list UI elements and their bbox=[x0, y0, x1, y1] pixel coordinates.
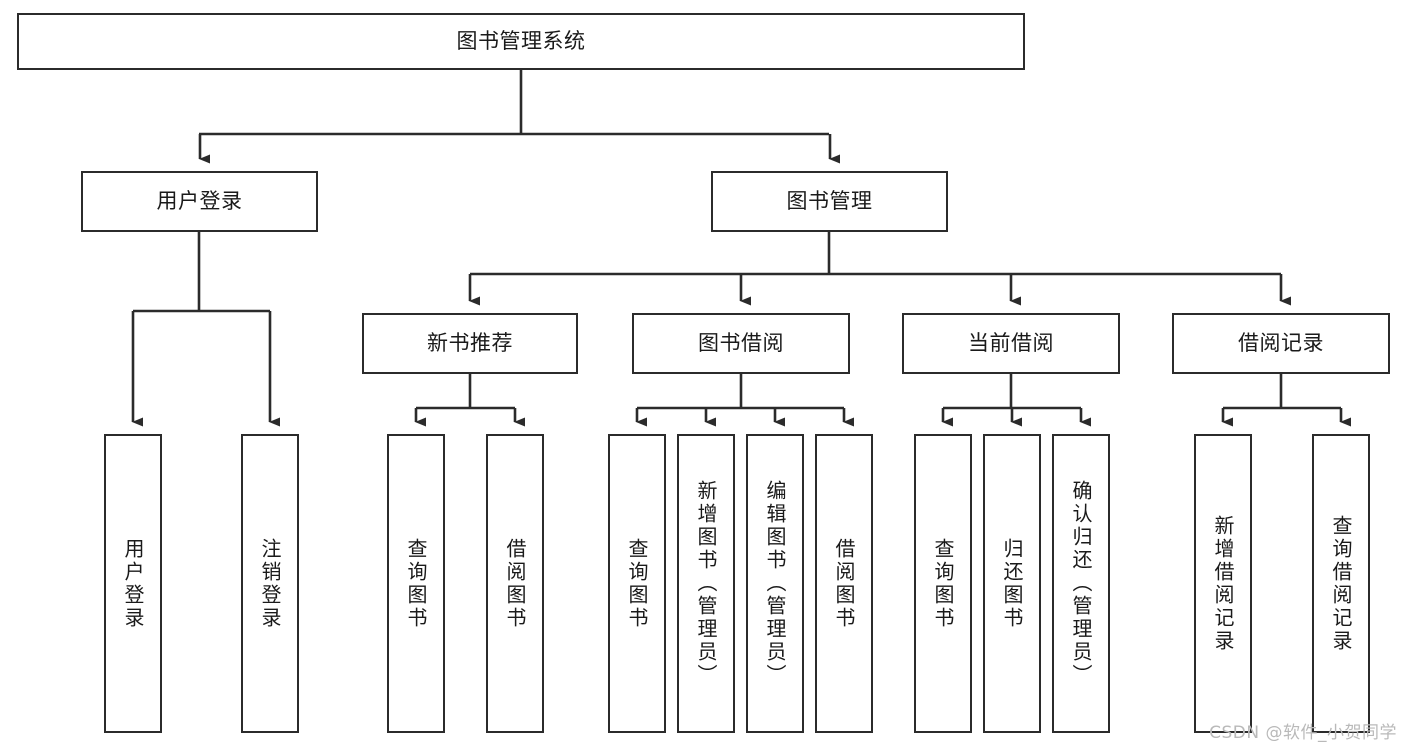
node-user-login[interactable]: 用户登录 bbox=[81, 171, 318, 232]
conn-user-login bbox=[131, 232, 280, 427]
node-leaf-borrow-book-1[interactable]: 借阅图书 bbox=[486, 434, 544, 733]
conn-borrow-record bbox=[1221, 374, 1351, 427]
node-label: 用户登录 bbox=[121, 537, 145, 630]
node-label: 查询图书 bbox=[404, 537, 428, 630]
node-leaf-add-record[interactable]: 新增借阅记录 bbox=[1194, 434, 1252, 733]
node-label: 归还图书 bbox=[1000, 537, 1024, 630]
conn-current-borrow bbox=[941, 374, 1091, 427]
node-label: 图书管理系统 bbox=[456, 29, 586, 54]
node-leaf-confirm-return[interactable]: 确认归还（管理员） bbox=[1052, 434, 1110, 733]
node-leaf-borrow-book-2[interactable]: 借阅图书 bbox=[815, 434, 873, 733]
node-new-book-rec[interactable]: 新书推荐 bbox=[362, 313, 578, 374]
node-root[interactable]: 图书管理系统 bbox=[17, 13, 1025, 70]
node-label: 借阅图书 bbox=[832, 537, 856, 630]
node-borrow-record[interactable]: 借阅记录 bbox=[1172, 313, 1390, 374]
node-leaf-query-book-3[interactable]: 查询图书 bbox=[914, 434, 972, 733]
node-label: 注销登录 bbox=[258, 537, 282, 630]
node-label: 图书借阅 bbox=[698, 331, 784, 356]
node-leaf-query-book-1[interactable]: 查询图书 bbox=[387, 434, 445, 733]
node-leaf-return-book[interactable]: 归还图书 bbox=[983, 434, 1041, 733]
node-label: 新增图书（管理员） bbox=[694, 480, 718, 687]
node-label: 当前借阅 bbox=[968, 331, 1054, 356]
node-label: 确认归还（管理员） bbox=[1069, 480, 1093, 687]
conn-new-book-rec bbox=[414, 374, 525, 427]
node-label: 借阅记录 bbox=[1238, 331, 1324, 356]
node-label: 图书管理 bbox=[786, 189, 873, 214]
node-label: 新增借阅记录 bbox=[1211, 514, 1235, 653]
node-leaf-edit-book[interactable]: 编辑图书（管理员） bbox=[746, 434, 804, 733]
node-book-borrow[interactable]: 图书借阅 bbox=[632, 313, 850, 374]
node-label: 新书推荐 bbox=[427, 331, 513, 356]
conn-book-manage bbox=[468, 232, 1291, 306]
node-label: 借阅图书 bbox=[503, 537, 527, 630]
conn-book-borrow bbox=[635, 374, 854, 427]
node-label: 查询借阅记录 bbox=[1329, 514, 1353, 653]
node-current-borrow[interactable]: 当前借阅 bbox=[902, 313, 1120, 374]
node-leaf-user-login[interactable]: 用户登录 bbox=[104, 434, 162, 733]
connector-group bbox=[131, 70, 1351, 427]
conn-root bbox=[198, 70, 840, 164]
node-book-manage[interactable]: 图书管理 bbox=[711, 171, 948, 232]
node-leaf-add-book[interactable]: 新增图书（管理员） bbox=[677, 434, 735, 733]
node-leaf-query-record[interactable]: 查询借阅记录 bbox=[1312, 434, 1370, 733]
node-label: 查询图书 bbox=[931, 537, 955, 630]
node-leaf-query-book-2[interactable]: 查询图书 bbox=[608, 434, 666, 733]
node-label: 编辑图书（管理员） bbox=[763, 480, 787, 687]
node-label: 用户登录 bbox=[156, 189, 243, 214]
node-leaf-user-logout[interactable]: 注销登录 bbox=[241, 434, 299, 733]
node-label: 查询图书 bbox=[625, 537, 649, 630]
